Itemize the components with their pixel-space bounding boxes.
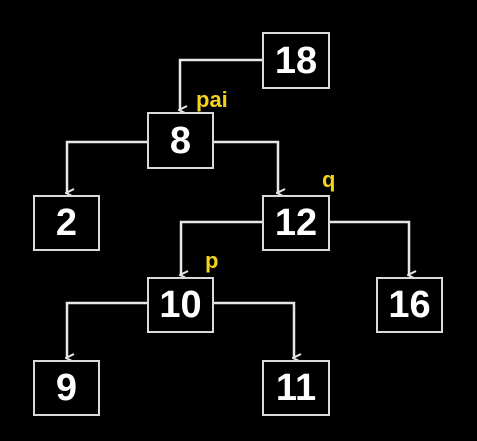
node-2: 2 xyxy=(33,195,100,251)
edge-10-11 xyxy=(214,301,294,358)
edge-8-12 xyxy=(214,140,278,193)
edge-18-8 xyxy=(180,58,262,110)
edge-8-2 xyxy=(67,140,147,193)
edge-12-16 xyxy=(330,220,409,275)
pointer-label-q: q xyxy=(322,167,336,192)
node-18: 18 xyxy=(262,32,330,89)
node-12: 12 xyxy=(262,195,330,251)
node-9: 9 xyxy=(33,360,100,416)
node-10: 10 xyxy=(147,277,214,333)
edge-12-10 xyxy=(181,220,262,275)
node-16: 16 xyxy=(376,277,443,333)
node-11: 11 xyxy=(262,360,330,416)
pointer-label-p: p xyxy=(205,248,219,273)
pointer-label-pai: pai xyxy=(196,87,228,112)
node-8: 8 xyxy=(147,112,214,169)
edge-10-9 xyxy=(67,301,147,358)
